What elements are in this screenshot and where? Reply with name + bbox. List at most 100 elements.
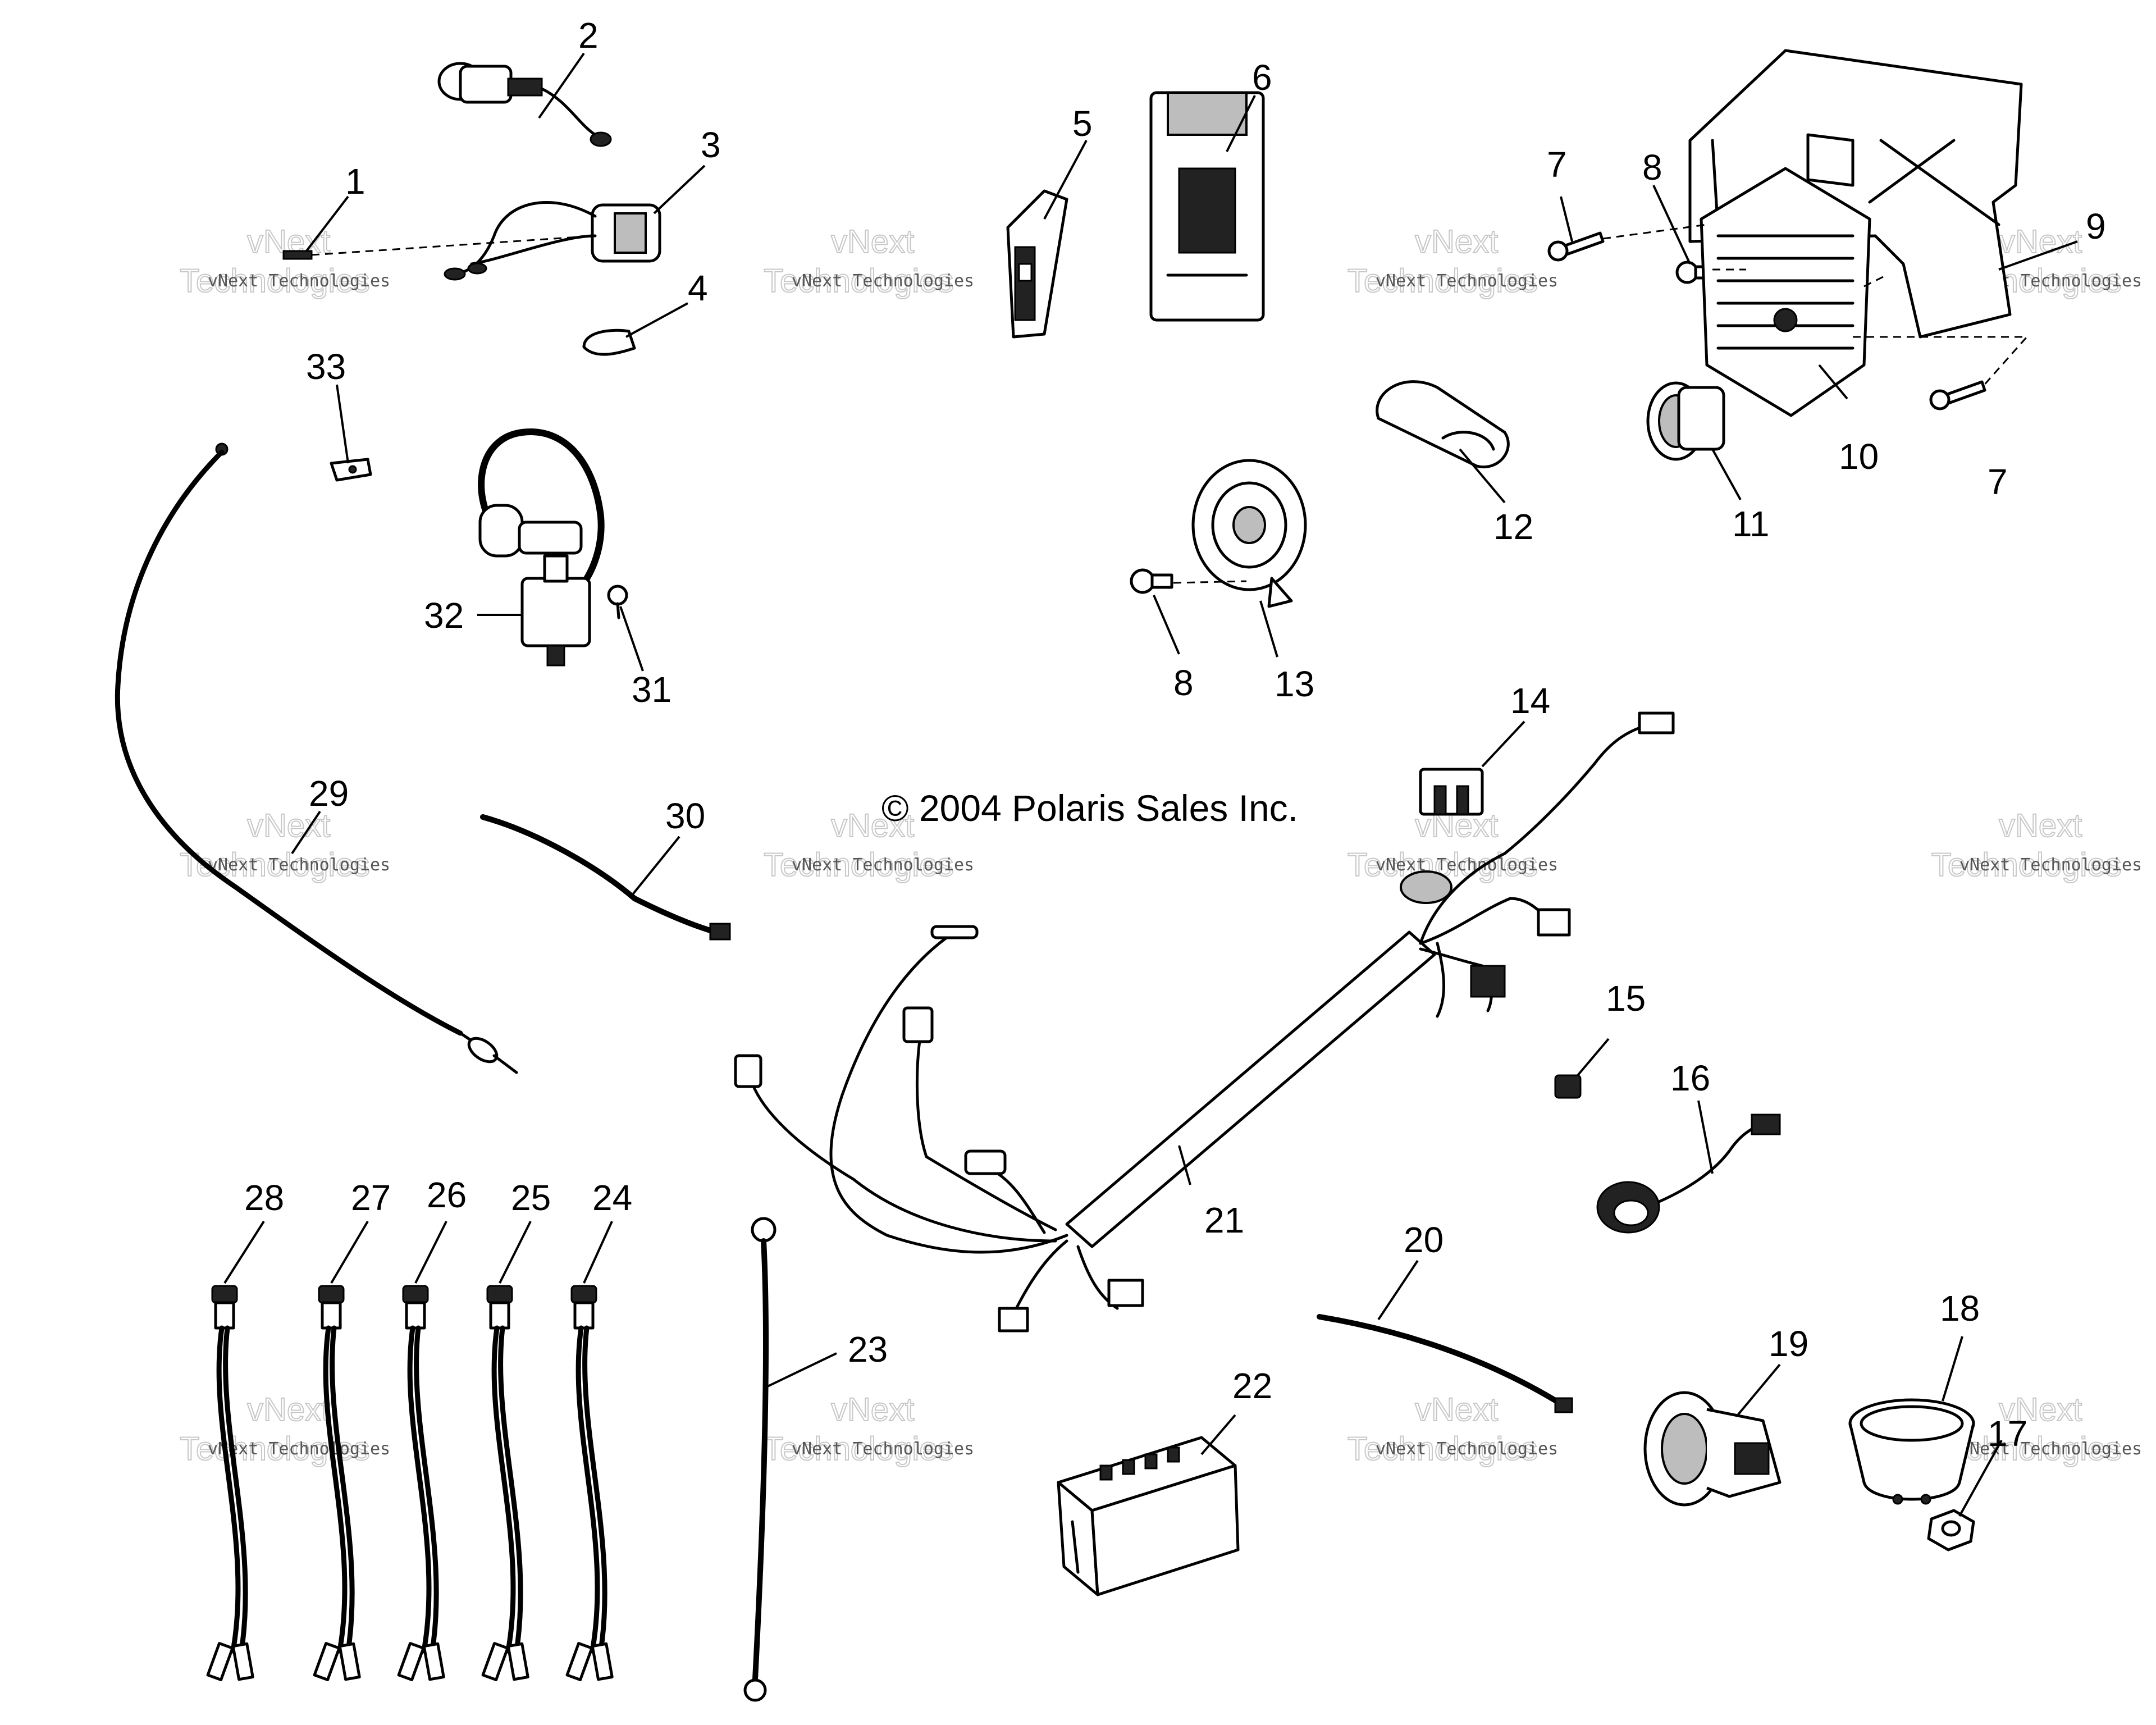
callout-8: 8: [1642, 147, 1662, 188]
part-30-cable: [480, 814, 731, 941]
callouts: 1 2 3 4 5 6 7 7 8 8 9 10 11 12 13 14 15 …: [244, 15, 2106, 1454]
leader-lines: [223, 52, 2078, 1517]
callout-21: 21: [1204, 1200, 1244, 1240]
watermark-label: vNext Technologies: [1376, 855, 1558, 875]
part-32-ignition-coil: [478, 428, 605, 667]
watermark-label: vNext Technologies: [1376, 1439, 1558, 1459]
watermark-label: vNext Technologies: [792, 271, 974, 291]
part-3-coil-box: [444, 200, 661, 281]
callout-25: 25: [511, 1178, 551, 1218]
part-16-indicator-switch: [1596, 1114, 1781, 1234]
watermark-brand: vNext: [831, 807, 914, 844]
watermark-brand: vNext: [1415, 223, 1498, 260]
part-26-lamp-socket: [397, 1285, 445, 1682]
part-5-switch-housing: [1006, 189, 1068, 339]
watermark: vNext Technologies vNext Technologies: [1347, 807, 1558, 884]
watermark: vNext Technologies vNext Technologies: [179, 223, 390, 300]
part-15-connector: [1554, 1074, 1582, 1099]
watermark-grid: vNext Technologies vNext Technologies vN…: [179, 223, 2142, 1468]
assembly-lines: [311, 223, 2029, 584]
callout-31: 31: [632, 669, 672, 710]
copyright-notice: © 2004 Polaris Sales Inc.: [881, 787, 1298, 829]
part-29-speedo-cable: [115, 442, 518, 1074]
callout-19: 19: [1769, 1324, 1808, 1364]
watermark-brand: vNext: [831, 223, 914, 260]
callout-13: 13: [1275, 664, 1314, 704]
watermark: vNext Technologies vNext Technologies: [763, 223, 974, 300]
watermark-label: vNext Technologies: [1959, 855, 2142, 875]
watermark: vNext Technologies vNext Technologies: [763, 1391, 974, 1468]
part-2-switch: [437, 62, 612, 147]
part-7-bolt: [1547, 231, 1605, 262]
callout-23: 23: [848, 1329, 888, 1370]
callout-10: 10: [1839, 436, 1879, 477]
callout-8-lower: 8: [1173, 663, 1194, 703]
part-10-regulator: [1700, 167, 1871, 417]
callout-3: 3: [701, 125, 721, 165]
part-24-lamp-socket: [565, 1285, 614, 1682]
watermark-company: Technologies: [1931, 847, 2122, 883]
part-14-fuse-holder: [1419, 768, 1484, 816]
part-1-terminal: [282, 250, 313, 260]
callout-26: 26: [427, 1175, 467, 1215]
part-21-wire-harness: [734, 711, 1675, 1332]
watermark-label: vNext Technologies: [1376, 271, 1558, 291]
watermark: vNext Technologies vNext Technologies: [1347, 223, 1558, 300]
watermark-brand: vNext: [247, 807, 330, 844]
callout-28: 28: [244, 1178, 284, 1218]
part-6-module: [1149, 91, 1265, 322]
watermark: vNext Technologies vNext Technologies: [1347, 1391, 1558, 1468]
callout-9: 9: [2086, 206, 2106, 247]
callout-20: 20: [1404, 1220, 1444, 1260]
callout-7: 7: [1547, 144, 1567, 185]
watermark-company: Technologies: [180, 263, 370, 299]
callout-33: 33: [306, 346, 346, 387]
watermark-label: vNext Technologies: [208, 271, 390, 291]
callout-30: 30: [665, 796, 705, 836]
watermark: vNext Technologies vNext Technologies: [179, 1391, 390, 1468]
watermark-company: Technologies: [180, 847, 370, 883]
watermark-label: vNext Technologies: [792, 855, 974, 875]
watermark-company: Technologies: [764, 847, 954, 883]
watermark-brand: vNext: [831, 1391, 914, 1428]
callout-24: 24: [592, 1178, 632, 1218]
part-13-horn: [1191, 459, 1307, 608]
watermark-brand: vNext: [1415, 1391, 1498, 1428]
part-28-lamp-socket: [206, 1285, 254, 1682]
part-9-bracket: [1688, 49, 2023, 339]
watermark-company: Technologies: [764, 263, 954, 299]
callout-12: 12: [1493, 506, 1533, 547]
watermark-label: vNext Technologies: [1959, 1439, 2142, 1459]
callout-16: 16: [1670, 1058, 1710, 1098]
watermark-company: Technologies: [1347, 263, 1538, 299]
part-12-boot: [1376, 380, 1510, 468]
callout-15: 15: [1606, 978, 1646, 1019]
part-27-lamp-socket: [313, 1285, 361, 1682]
part-23-battery-cable: [743, 1217, 776, 1702]
callout-27: 27: [351, 1178, 391, 1218]
callout-7-lower: 7: [1988, 462, 2008, 502]
callout-17: 17: [1988, 1413, 2027, 1454]
callout-22: 22: [1232, 1366, 1272, 1406]
watermark: vNext Technologies vNext Technologies: [763, 807, 974, 884]
part-4-clip: [582, 328, 636, 356]
callout-5: 5: [1072, 103, 1093, 144]
watermark-brand: vNext: [247, 1391, 330, 1428]
callout-4: 4: [688, 268, 708, 308]
part-7-bolt: [1929, 380, 1986, 410]
watermark: vNext Technologies vNext Technologies: [179, 807, 390, 884]
watermark-company: Technologies: [1347, 1431, 1538, 1467]
watermark: vNext Technologies vNext Technologies: [1931, 807, 2142, 884]
callout-18: 18: [1940, 1288, 1980, 1329]
watermark-brand: vNext: [1999, 1391, 2082, 1428]
part-8-screw: [1130, 568, 1173, 594]
callout-11: 11: [1732, 504, 1769, 544]
part-11-socket: [1646, 381, 1725, 461]
part-20-cable: [1317, 1314, 1573, 1413]
part-17-nut: [1927, 1509, 1975, 1551]
watermark-label: vNext Technologies: [208, 1439, 390, 1459]
part-25-lamp-socket: [481, 1285, 529, 1682]
callout-1: 1: [345, 161, 366, 202]
part-18-gauge: [1848, 1398, 1975, 1505]
